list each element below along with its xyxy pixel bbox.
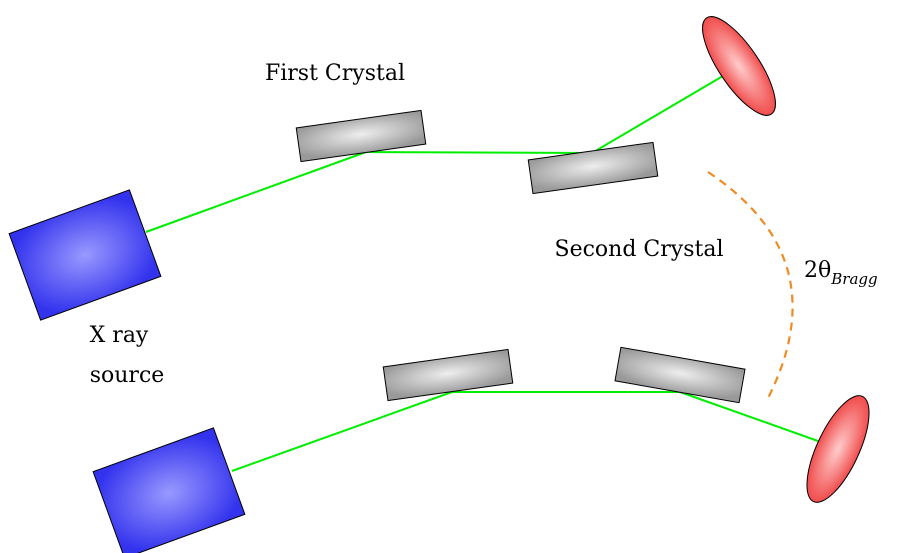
top-beam-source-to-first-crystal	[145, 151, 367, 233]
bottom-first-crystal	[382, 348, 514, 402]
top-second-crystal	[527, 141, 659, 195]
xray-source-label-line1: X ray	[90, 323, 149, 348]
top-beam-between-crystals	[365, 151, 593, 154]
top-xray-source	[8, 189, 162, 321]
first-crystal-label: First Crystal	[265, 61, 405, 86]
bottom-detector	[806, 395, 870, 503]
bottom-second-crystal	[614, 346, 746, 404]
bragg-angle-label: 2θBragg	[804, 258, 878, 288]
top-detector	[702, 16, 776, 116]
bragg-angle-arc	[707, 171, 794, 403]
bottom-xray-source	[92, 427, 246, 553]
bottom-beam-second-crystal-to-detector	[679, 391, 819, 442]
top-first-crystal	[295, 109, 427, 163]
bottom-configuration	[92, 346, 870, 553]
bragg-angle-prefix: 2θ	[804, 258, 831, 283]
xray-source-label-line2: source	[90, 363, 165, 388]
second-crystal-label: Second Crystal	[555, 237, 724, 262]
top-beam-second-crystal-to-detector	[591, 72, 729, 154]
top-configuration	[8, 16, 776, 321]
bottom-beam-source-to-first-crystal	[231, 391, 453, 472]
bragg-angle-subscript: Bragg	[830, 270, 877, 288]
